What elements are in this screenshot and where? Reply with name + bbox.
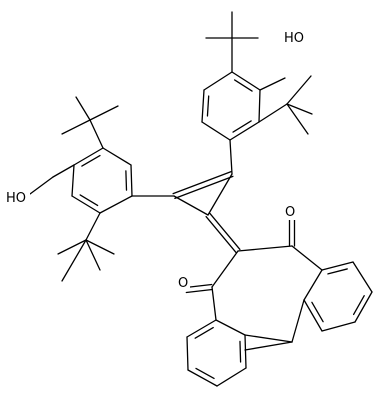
phenol-ring-left-double-bond bbox=[125, 170, 128, 191]
benzo-ring-right-bond bbox=[352, 261, 373, 293]
aryl-link-top bbox=[229, 139, 233, 175]
tert-butyl-left-upper-bond bbox=[89, 119, 104, 149]
tert-butyl-left-lower-methyl bbox=[61, 239, 87, 282]
exocyclic-double-bond bbox=[209, 212, 241, 251]
tert-butyl-left-lower-methyl bbox=[85, 239, 115, 255]
phenol-ring-left-bond bbox=[102, 147, 132, 166]
tert-butyl-left-upper-methyl bbox=[89, 105, 119, 121]
benzo-right-link bbox=[291, 299, 305, 343]
phenol-ring-top-double-bond bbox=[233, 79, 253, 92]
hydroxyl-top-bond bbox=[259, 77, 286, 91]
tert-butyl-top-lower-methyl bbox=[286, 75, 312, 105]
benzo-ring-left-bond bbox=[186, 336, 189, 371]
phenol-ring-left-double-bond bbox=[81, 154, 101, 167]
seven-ring-bond bbox=[291, 245, 323, 271]
tert-butyl-left-upper-methyl bbox=[75, 96, 91, 121]
bond-layer bbox=[29, 11, 373, 387]
phenol-ring-top-double-bond bbox=[232, 120, 252, 133]
cyclopropene-double-bond bbox=[172, 171, 232, 195]
ketone-oxygen-upper: O bbox=[283, 203, 297, 220]
benzo-ring-right-bond bbox=[354, 291, 373, 323]
tert-butyl-top-lower-bond bbox=[258, 103, 288, 123]
hydroxyl-top: HO bbox=[283, 29, 308, 46]
phenol-ring-top-bond bbox=[201, 121, 231, 141]
phenol-ring-top-bond bbox=[231, 71, 261, 91]
ketone-oxygen-lower-label: O bbox=[178, 276, 188, 291]
benzo-ring-right-double-bond bbox=[352, 295, 365, 316]
benzo-ring-right-bond bbox=[321, 261, 354, 271]
phenol-ring-left-bond bbox=[130, 164, 133, 197]
biaryl-bond bbox=[244, 341, 293, 351]
tert-butyl-left-lower-methyl bbox=[85, 239, 101, 271]
benzo-ring-right-double-bond bbox=[311, 301, 324, 323]
ketone-oxygen-lower: O bbox=[176, 274, 190, 291]
benzo-ring-left-double-bond bbox=[239, 340, 242, 363]
benzo-ring-right-bond bbox=[321, 321, 356, 332]
seven-ring-bond bbox=[211, 286, 217, 321]
exocyclic-double-bond bbox=[205, 215, 237, 254]
phenol-ring-top-double-bond bbox=[206, 95, 210, 117]
cyclopropene-double-bond bbox=[174, 175, 234, 199]
phenol-ring-left-double-bond bbox=[79, 194, 99, 207]
carbonyl-lower bbox=[185, 288, 213, 294]
cyclopropene-bond bbox=[173, 195, 209, 216]
benzo-ring-left-bond bbox=[244, 334, 247, 369]
tert-butyl-left-upper-methyl bbox=[61, 119, 91, 135]
phenol-ring-top-bond bbox=[203, 71, 233, 91]
phenol-ring-left-bond bbox=[99, 195, 133, 214]
phenol-ring-left-bond bbox=[73, 147, 104, 166]
hydroxyl-left-label: HO bbox=[6, 191, 26, 206]
carbonyl-lower bbox=[185, 283, 213, 289]
phenol-ring-left-bond bbox=[71, 195, 101, 214]
benzo-ring-left-double-bond bbox=[195, 367, 215, 380]
benzo-ring-right-double-bond bbox=[327, 268, 348, 275]
cyclopropene-bond bbox=[207, 173, 233, 216]
benzo-ring-left-bond bbox=[187, 369, 218, 387]
seven-ring-bond bbox=[211, 250, 239, 288]
benzo-left-link bbox=[244, 334, 293, 343]
hydroxyl-left-bond bbox=[52, 164, 75, 178]
hydroxyl-left: HO bbox=[5, 189, 30, 206]
benzo-ring-left-bond bbox=[216, 367, 247, 387]
tert-butyl-top-lower-methyl bbox=[286, 103, 309, 135]
benzo-ring-right-bond bbox=[303, 299, 323, 332]
ketone-oxygen-upper-label: O bbox=[285, 205, 295, 220]
hydroxyl-left-bond bbox=[29, 176, 54, 195]
seven-ring-bond bbox=[237, 245, 293, 252]
phenol-ring-left-bond bbox=[71, 164, 75, 197]
phenol-ring-top-bond bbox=[201, 89, 205, 123]
tert-butyl-left-lower-bond bbox=[85, 212, 101, 241]
benzo-ring-left-double-bond bbox=[194, 326, 214, 339]
tert-butyl-top-lower-methyl bbox=[286, 103, 313, 115]
benzo-ring-left-bond bbox=[215, 319, 246, 336]
benzo-ring-left-bond bbox=[186, 319, 217, 338]
phenol-ring-top-bond bbox=[229, 121, 260, 141]
benzo-ring-right-bond bbox=[303, 269, 323, 301]
hydroxyl-top-label: HO bbox=[284, 31, 304, 46]
phenol-ring-top-bond bbox=[258, 89, 261, 123]
tert-butyl-left-lower-methyl bbox=[57, 239, 87, 255]
atom-label-layer: HO HO O O bbox=[5, 29, 308, 291]
